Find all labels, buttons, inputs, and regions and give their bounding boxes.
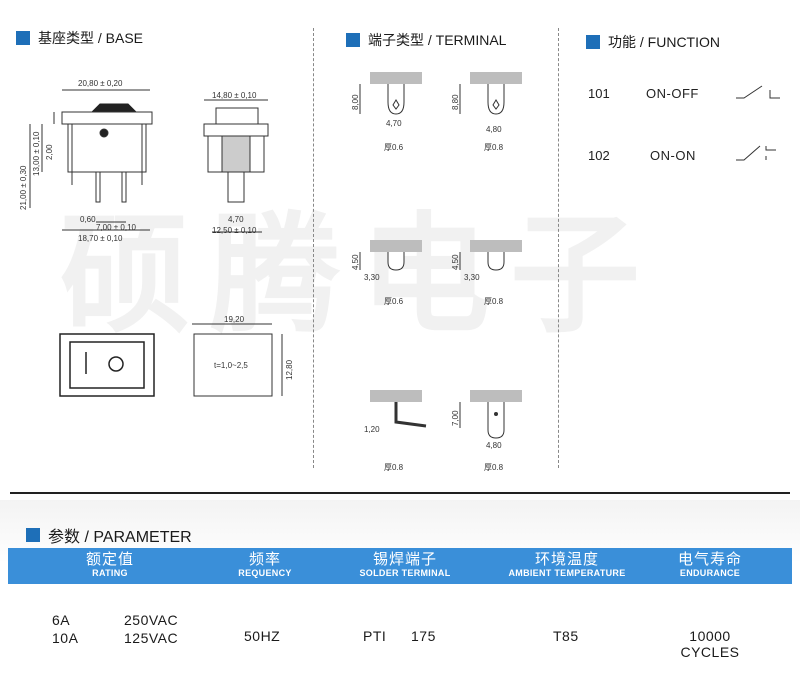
rating-current-1: 6A [52, 612, 71, 628]
dim-cutout-w: 19,20 [224, 315, 245, 324]
switch-symbol-on-on [736, 145, 761, 161]
function-code-102: 102 [588, 148, 610, 163]
terminal-3-thick: 厚0.6 [384, 297, 404, 306]
terminal-2-thick: 厚0.8 [484, 143, 504, 152]
dim-side-width: 14,80 ± 0,10 [212, 91, 257, 100]
function-label-on-on: ON-ON [650, 148, 696, 163]
col-header-rating-zh: 额定值 [85, 551, 134, 568]
col-header-solder: 锡焊端子 SOLDER TERMINAL [345, 551, 465, 579]
col-header-endurance: 电气寿命 ENDURANCE [660, 551, 760, 579]
col-header-solder-zh: 锡焊端子 [372, 551, 437, 568]
dim-height-total: 21,00 ± 0,30 [19, 165, 28, 210]
section-header-terminal: 端子类型 / TERMINAL [346, 30, 506, 50]
terminal-5-w: 1,20 [364, 425, 380, 434]
rating-voltage-1: 250VAC [124, 612, 179, 628]
terminal-3-h: 4,50 [351, 254, 360, 270]
switch-symbol-on-off [736, 85, 763, 99]
function-symbols [736, 85, 780, 161]
base-flange [61, 111, 153, 125]
blue-square-icon [346, 33, 360, 47]
col-header-frequency-en: REQUENCY [238, 568, 292, 578]
dim-side-bottom: 12,50 ± 0,10 [212, 226, 257, 235]
function-title: 功能 / FUNCTION [608, 34, 720, 50]
terminal-2-w: 4,80 [486, 125, 502, 134]
dim-top-width: 20,80 ± 0,20 [78, 79, 123, 88]
col-header-endurance-en: ENDURANCE [679, 568, 741, 578]
function-label-on-off: ON-OFF [646, 86, 699, 101]
terminal-1-w: 4,70 [386, 119, 402, 128]
parameter-title: 参数 / PARAMETER [48, 529, 192, 546]
blue-square-icon [26, 528, 40, 542]
section-header-function: 功能 / FUNCTION [586, 32, 720, 52]
base-drawings: 20,80 ± 0,20 0,60 7,00 ± 0,10 18,70 ± 0,… [19, 79, 294, 397]
terminal-4-h: 4,50 [451, 254, 460, 270]
terminal-title: 端子类型 / TERMINAL [368, 32, 507, 48]
dim-pin-pitch: 7,00 ± 0,10 [96, 223, 137, 232]
rating-voltage-2: 125VAC [124, 630, 179, 646]
dim-height-lip: 2,00 [45, 144, 54, 160]
terminal-3-w: 3,30 [364, 273, 380, 282]
terminal-drawings: 8,00 4,70 厚0.6 8,80 4,80 厚0.8 4,50 3,30 … [351, 72, 522, 472]
col-header-rating-en: RATING [92, 568, 128, 578]
panel-cutout [193, 333, 273, 397]
col-header-temperature: 环境温度 AMBIENT TEMPERATURE [492, 551, 642, 579]
col-header-frequency: 频率 REQUENCY [215, 551, 315, 579]
dim-bottom-width: 18,70 ± 0,10 [78, 234, 123, 243]
rating-current-2: 10A [52, 630, 79, 646]
dim-height-body: 13,00 ± 0,10 [32, 131, 41, 176]
terminal-4-thick: 厚0.8 [484, 297, 504, 306]
frequency-value: 50HZ [244, 628, 281, 644]
col-header-temperature-zh: 环境温度 [534, 551, 599, 568]
col-header-endurance-zh: 电气寿命 [677, 551, 742, 568]
blue-square-icon [16, 31, 30, 45]
divider-terminal-function [558, 28, 559, 468]
solder-value: 175 [411, 628, 436, 644]
parameter-header-bar [8, 548, 792, 584]
function-code-101: 101 [588, 86, 610, 101]
section-header-base: 基座类型 / BASE [16, 28, 143, 48]
body-hole [99, 128, 109, 138]
terminal-1-h: 8,00 [351, 94, 360, 110]
solder-label: PTI [363, 628, 387, 644]
rocker-top [90, 103, 138, 113]
dim-pin-gap: 0,60 [80, 215, 96, 224]
dim-cutout-h: 12,80 [285, 359, 294, 380]
section-divider-line [10, 492, 790, 494]
dim-cutout-t: t=1,0~2,5 [214, 361, 248, 370]
col-header-frequency-zh: 频率 [248, 551, 281, 568]
blue-square-icon [586, 35, 600, 49]
terminal-6-thick: 厚0.8 [484, 463, 504, 472]
section-header-parameter: 参数 / PARAMETER [26, 523, 192, 547]
col-header-temperature-en: AMBIENT TEMPERATURE [508, 568, 626, 578]
parameter-background [0, 500, 800, 681]
pin-left [95, 171, 101, 203]
terminal-6-h: 7,00 [451, 410, 460, 426]
divider-base-terminal [313, 28, 314, 468]
terminal-5-thick: 厚0.8 [384, 463, 404, 472]
terminal-4-w: 3,30 [464, 273, 480, 282]
dim-pin-width: 4,70 [228, 215, 244, 224]
col-header-rating: 额定值 RATING [60, 551, 160, 579]
endurance-value: 10000 [689, 628, 731, 644]
terminal-1-thick: 厚0.6 [384, 143, 404, 152]
terminal-6-w: 4,80 [486, 441, 502, 450]
pin-right [121, 171, 127, 203]
base-title: 基座类型 / BASE [38, 30, 144, 46]
endurance-unit: CYCLES [680, 644, 740, 660]
temperature-value: T85 [553, 628, 579, 644]
col-header-solder-en: SOLDER TERMINAL [359, 568, 451, 578]
terminal-2-h: 8,80 [451, 94, 460, 110]
